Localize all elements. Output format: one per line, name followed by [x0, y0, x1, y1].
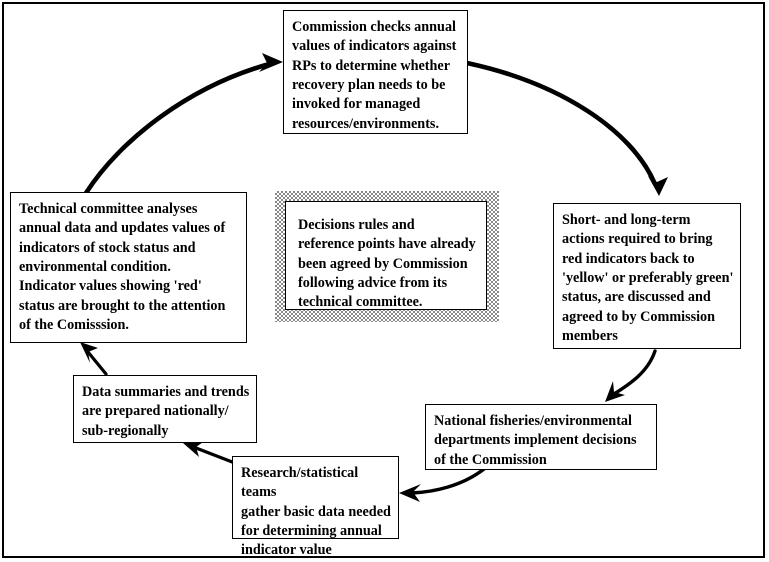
decision-rules-box[interactable]: Decisions rules and reference points hav… — [285, 201, 487, 310]
decision-rules-shadow-frame: Decisions rules and reference points hav… — [275, 191, 499, 322]
data-summaries-box[interactable]: Data summaries and trends are prepared n… — [73, 375, 257, 443]
commission-checks-box[interactable]: Commission checks annual values of indic… — [283, 10, 468, 134]
national-fisheries-departments-box[interactable]: National fisheries/environmental departm… — [425, 404, 657, 470]
technical-committee-box[interactable]: Technical committee analyses annual data… — [10, 192, 247, 343]
research-statistical-teams-box[interactable]: Research/statistical teams gather basic … — [232, 456, 399, 558]
short-and-long-term-actions-box[interactable]: Short- and long-term actions required to… — [553, 203, 741, 349]
